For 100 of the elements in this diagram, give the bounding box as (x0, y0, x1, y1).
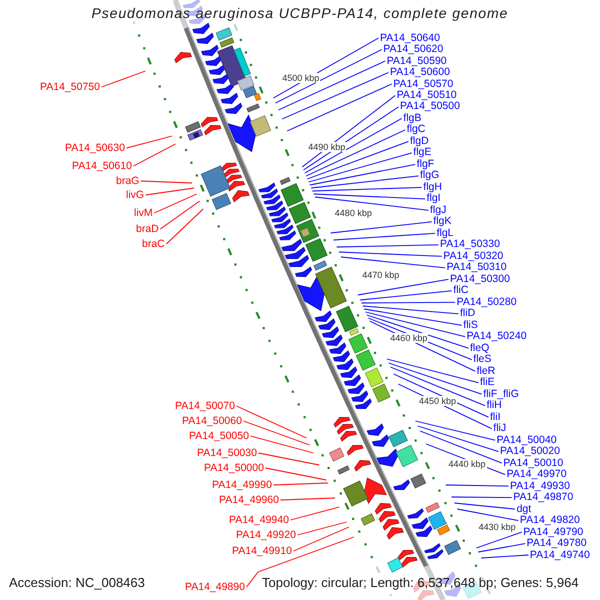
gene-label: PA14_50630 (65, 142, 125, 154)
gene-label: flgF (416, 158, 434, 170)
scale-label: 4500 kbp (281, 73, 320, 83)
gene-label: PA14_49870 (513, 492, 574, 504)
gene-label: flgI (426, 193, 441, 204)
gene-label: braC (142, 238, 165, 250)
scale-label: 4480 kbp (334, 208, 373, 218)
gene-label: PA14_50620 (383, 44, 444, 55)
gene-label: PA14_49940 (229, 514, 289, 526)
scale-label: 4440 kbp (448, 459, 487, 469)
leader-line (154, 194, 198, 214)
gene-label: PA14_50310 (446, 262, 507, 274)
leader-line (451, 496, 512, 498)
leader-line (306, 140, 409, 180)
accession-text: Accession: NC_008463 (9, 574, 145, 590)
gene-label: PA14_50610 (72, 160, 132, 172)
gene-label: fliS (463, 320, 478, 331)
leader-line (304, 118, 402, 174)
gene-label: braG (116, 176, 140, 186)
leader-line (297, 522, 348, 536)
leader-line (273, 482, 328, 486)
leader-line (306, 129, 406, 176)
gene-label: fliE (480, 377, 495, 388)
leader-line (340, 256, 446, 268)
gene-label: PA14_50590 (386, 56, 447, 66)
leader-line (243, 420, 310, 446)
leader-line (364, 308, 462, 326)
gene-label: PA14_50320 (443, 250, 504, 262)
gene-label: PA14_49970 (506, 469, 567, 480)
gene-label: PA14_50600 (390, 67, 450, 78)
leader-line (293, 526, 350, 552)
gene-label: PA14_49930 (510, 480, 570, 492)
leader-line (250, 436, 314, 454)
leader-line (390, 366, 486, 406)
gene-label: PA14_49790 (523, 526, 584, 538)
leader-line (360, 302, 456, 304)
gene-label: PA14_50040 (496, 434, 557, 446)
gene-label: PA14_49910 (232, 546, 292, 556)
leader-line (388, 362, 482, 395)
leader-line (312, 186, 422, 192)
gene-label: flgD (410, 136, 429, 147)
gene-label: fliI (490, 412, 500, 423)
gene-label: fleS (473, 354, 492, 366)
leader-line (101, 70, 146, 88)
leader-line (133, 144, 176, 166)
gene-label: flgL (436, 228, 454, 239)
leader-line (362, 306, 459, 314)
gene-label: flgH (423, 182, 442, 193)
leader-line (333, 232, 436, 240)
gene-label: livM (134, 208, 153, 218)
gene-label: PA14_50500 (400, 101, 460, 112)
leader-line (236, 406, 307, 438)
leader-line (336, 244, 439, 248)
leader-line (140, 180, 192, 184)
leader-line (126, 136, 173, 148)
leader-line (420, 430, 502, 464)
gene-label: PA14_50050 (189, 430, 249, 442)
leader-line (246, 536, 354, 588)
gene-label: flgK (433, 216, 452, 228)
leader-line (445, 484, 509, 487)
gene-label: PA14_50060 (182, 416, 242, 426)
leader-line (286, 84, 392, 132)
gene-label: PA14_50510 (396, 90, 457, 101)
gene-label: fliD (460, 308, 476, 320)
gene-label: PA14_49920 (236, 530, 296, 540)
gene-label: fliH (486, 400, 502, 412)
gene-label: PA14_50300 (450, 274, 510, 285)
map-title: Pseudomonas aeruginosa UCBPP-PA14, complete genome (92, 5, 508, 22)
leader-line (278, 60, 386, 110)
scale-label: 4450 kbp (418, 396, 458, 406)
gene-label: PA14_50030 (197, 448, 257, 458)
gene-label: livG (126, 190, 144, 200)
leader-line (414, 420, 496, 441)
leader-line (282, 72, 389, 120)
scale-label: 4470 kbp (361, 270, 400, 280)
leader-line (310, 175, 419, 188)
leader-line (456, 508, 519, 522)
gene-label: flgJ (430, 204, 446, 216)
leader-line (308, 152, 412, 182)
gene-label: PA14_50280 (456, 296, 517, 308)
leader-line (313, 194, 426, 200)
gene-label: PA14_49780 (526, 538, 587, 550)
gene-label: flgG (420, 170, 440, 182)
gene-label: flgB (403, 112, 422, 124)
leader-line (258, 452, 320, 466)
leader-line (357, 278, 449, 296)
genome-info-text: Topology: circular; Length: 6,537,648 bp; Genes: 5,964 (262, 574, 579, 590)
gene-label: PA14_50640 (380, 32, 440, 44)
leader-line (417, 426, 499, 452)
leader-line (338, 252, 442, 257)
leader-line (365, 312, 466, 338)
gene-label: dgt (516, 504, 532, 515)
leader-line (366, 314, 469, 349)
gene-label: fleR (476, 366, 496, 377)
leader-line (145, 188, 195, 196)
gene-label: braD (136, 224, 159, 234)
gene-label: PA14_50000 (204, 462, 264, 474)
gene-label: PA14_49820 (520, 515, 580, 526)
scale-label: 4430 kbp (478, 522, 517, 532)
scale-label: 4490 kbp (307, 142, 346, 152)
